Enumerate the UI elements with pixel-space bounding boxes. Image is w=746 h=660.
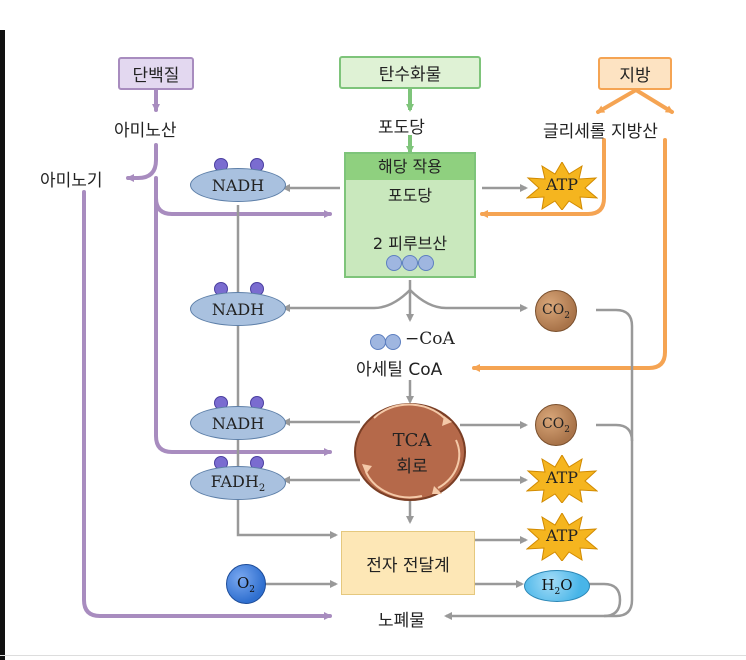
starburst-icon (526, 455, 598, 503)
co2-subscript: 2 (564, 424, 570, 435)
bottom-rule (0, 655, 746, 656)
h2o-h: H (541, 575, 555, 594)
nadh-ellipse: NADH (190, 292, 286, 326)
fadh2-base: FADH (210, 471, 259, 491)
atp-label: ATP (545, 526, 579, 545)
pyruvate-circle-1 (386, 255, 402, 271)
co2-tca: CO2 (535, 404, 577, 446)
nadh-tca: NADH (190, 396, 286, 442)
pyruvate-label: 2 피루브산 (372, 234, 448, 253)
line-co2-to-waste-2 (596, 423, 634, 442)
co2-pyruvate: CO2 (535, 290, 577, 332)
h2o-ellipse: H2O (524, 570, 590, 602)
amino-group-label: 아미노기 (40, 171, 103, 191)
h2o-subscript: 2 (554, 586, 561, 597)
carbohydrate-box: 탄수화물 (339, 56, 481, 89)
arrow-glycerol-to-glycolysis (480, 138, 606, 218)
tca-cycle-icon (354, 403, 466, 501)
tca-label-line1: TCA (392, 430, 432, 451)
arrow-fattyacid-to-acetylcoa (472, 138, 667, 372)
o2-circle: O2 (226, 564, 266, 604)
fat-label: 지방 (619, 66, 651, 86)
pyruvate-circle-2 (402, 255, 418, 271)
line-co2-to-waste-1 (444, 308, 634, 620)
arrow-aminoacid-to-tca (154, 196, 332, 456)
co2-base: CO (542, 301, 565, 318)
coa-suffix-label: −CoA (405, 329, 455, 349)
glycolysis-box: 해당 작용 포도당 2 피루브산 (344, 152, 476, 278)
o2-base: O (236, 573, 250, 592)
arrow-fat-to-glycerol (596, 88, 638, 114)
fadh2-label: FADH2 (211, 472, 265, 494)
glycolysis-title: 해당 작용 (346, 154, 474, 180)
h2o-label: H2O (541, 576, 572, 597)
co2-label: CO2 (542, 416, 570, 435)
line-h2o-to-waste (588, 582, 622, 618)
o2-subscript: 2 (249, 584, 256, 595)
fadh2-tca: FADH2 (190, 456, 286, 502)
fadh2-ellipse: FADH2 (190, 466, 286, 500)
atp-glycolysis: ATP (526, 162, 598, 210)
acetyl-circle-2 (385, 334, 401, 350)
co2-label: CO2 (542, 302, 570, 321)
atp-etc: ATP (526, 513, 598, 561)
h2o-o: O (560, 575, 573, 594)
carbohydrate-label: 탄수화물 (378, 65, 442, 85)
fat-pathway (472, 88, 674, 372)
acetyl-coa-label: 아세틸 CoA (356, 360, 443, 380)
nadh-ellipse: NADH (190, 168, 286, 202)
glucose-label: 포도당 (378, 118, 425, 138)
o2-label: O2 (237, 574, 255, 595)
nadh-ellipse: NADH (190, 406, 286, 440)
starburst-icon (526, 513, 598, 561)
tca-label-line2: 회로 (396, 457, 428, 477)
atp-label: ATP (545, 175, 579, 194)
electron-transport-label: 전자 전달계 (366, 555, 450, 576)
arrow-pyruvate-to-co2-1 (409, 289, 528, 312)
waste-label: 노폐물 (378, 611, 425, 631)
protein-box: 단백질 (118, 57, 194, 90)
glycerol-fattyacid-label: 글리세롤 지방산 (543, 122, 658, 142)
protein-pathway (82, 88, 332, 620)
nadh-label: NADH (211, 299, 265, 319)
glycolysis-glucose: 포도당 (387, 186, 433, 205)
nadh-glycolysis: NADH (190, 158, 286, 204)
electron-transport-box: 전자 전달계 (341, 531, 475, 595)
protein-label: 단백질 (132, 66, 180, 86)
arrow-pyruvate-to-nadh2 (282, 289, 411, 312)
fadh2-subscript: 2 (258, 483, 266, 495)
nadh-label: NADH (211, 175, 265, 195)
acetyl-circle-1 (370, 334, 386, 350)
starburst-icon (526, 162, 598, 210)
amino-acid-label: 아미노산 (114, 121, 177, 141)
arrow-aminogroup-to-waste (82, 190, 332, 620)
left-edge-bar (0, 30, 5, 660)
atp-label: ATP (545, 468, 579, 487)
arrow-fat-to-fattyacid (634, 88, 674, 114)
nadh-label: NADH (211, 413, 265, 433)
fat-box: 지방 (598, 57, 672, 90)
arrow-aminoacid-to-aminogroup (126, 143, 158, 182)
pyruvate-circle-3 (418, 255, 434, 271)
co2-base: CO (542, 415, 565, 432)
atp-tca: ATP (526, 455, 598, 503)
co2-subscript: 2 (564, 310, 570, 321)
nadh-pyruvate: NADH (190, 282, 286, 328)
